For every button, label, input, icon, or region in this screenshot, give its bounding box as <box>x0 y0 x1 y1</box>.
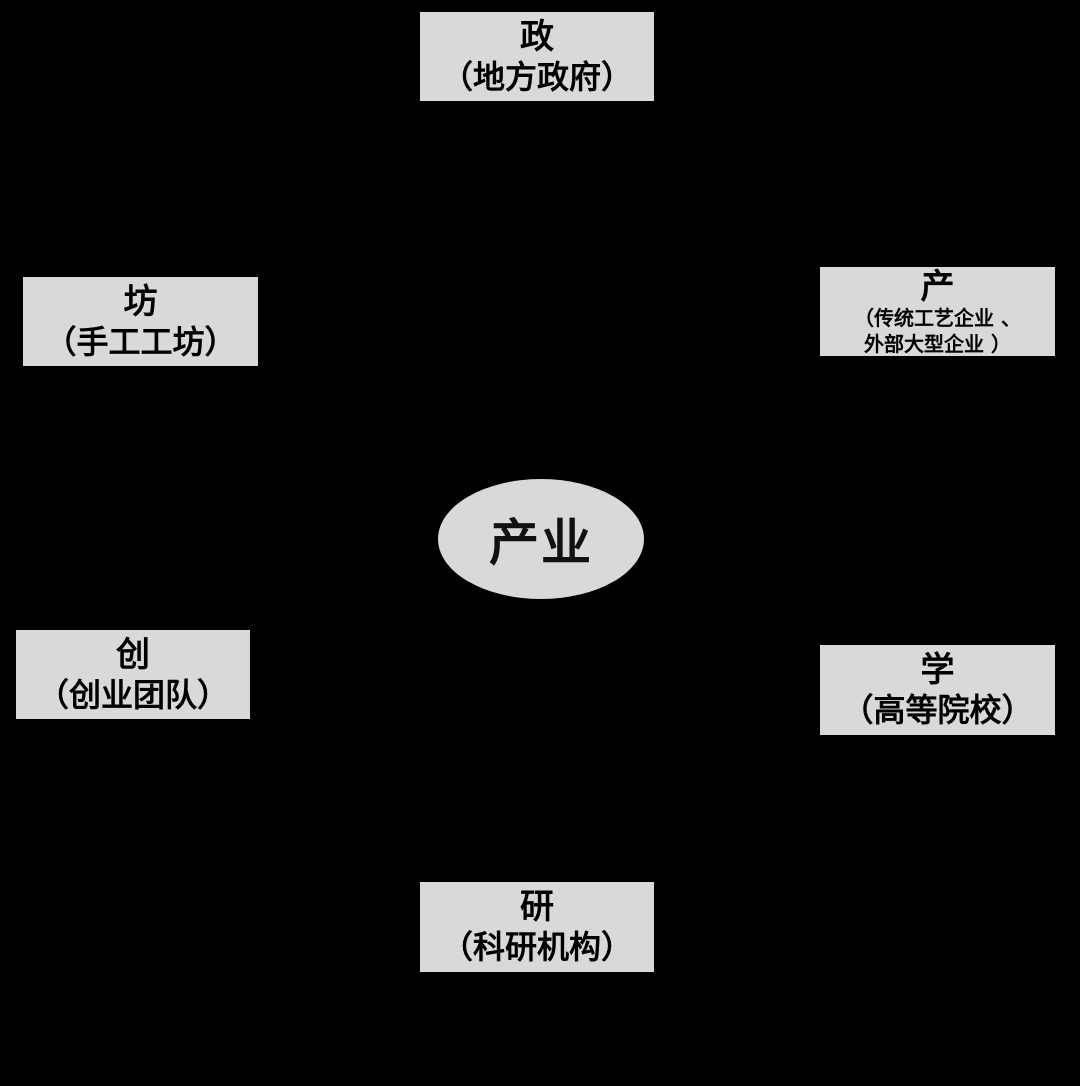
node-startup-subtitle: （创业团队） <box>36 675 229 714</box>
node-government-title: 政 <box>520 16 554 57</box>
node-workshop-title: 坊 <box>123 281 158 322</box>
node-workshop-subtitle: （手工工坊） <box>44 322 237 361</box>
node-industry: 产 （传统工艺企业 、 外部大型企业 ） <box>820 267 1055 356</box>
node-industry-title: 产 <box>920 267 955 307</box>
node-startup-title: 创 <box>116 634 150 675</box>
node-university-subtitle: （高等院校） <box>841 691 1034 729</box>
center-label: 产业 <box>489 514 593 572</box>
node-workshop: 坊 （手工工坊） <box>23 277 258 366</box>
node-research-subtitle: （科研机构） <box>440 928 633 966</box>
node-research-title: 研 <box>520 887 554 927</box>
node-university: 学 （高等院校） <box>820 645 1055 735</box>
node-research: 研 （科研机构） <box>420 882 654 972</box>
node-government-subtitle: （地方政府） <box>440 57 633 96</box>
node-industry-subtitle-line2: 外部大型企业 ） <box>864 332 1011 356</box>
node-startup: 创 （创业团队） <box>16 630 250 719</box>
center-ellipse-industry: 产业 <box>438 479 644 599</box>
node-university-title: 学 <box>920 650 955 690</box>
node-industry-subtitle-line1: （传统工艺企业 、 <box>854 306 1021 330</box>
node-government: 政 （地方政府） <box>420 12 654 101</box>
